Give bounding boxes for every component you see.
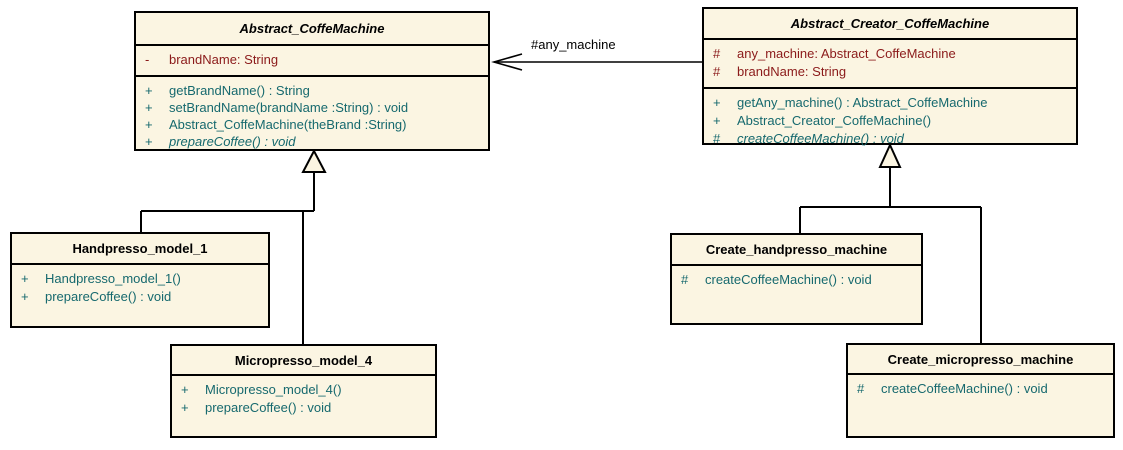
visibility-sign: + bbox=[21, 271, 29, 286]
method-text: getBrandName() : String bbox=[169, 83, 310, 98]
method-row: + getBrandName() : String bbox=[136, 82, 488, 99]
method-row: + setBrandName(brandName :String) : void bbox=[136, 99, 488, 116]
visibility-sign: + bbox=[21, 289, 29, 304]
methods-compartment: # createCoffeeMachine() : void bbox=[672, 266, 921, 289]
method-text: getAny_machine() : Abstract_CoffeMachine bbox=[737, 95, 988, 110]
method-text: createCoffeeMachine() : void bbox=[881, 381, 1048, 396]
visibility-sign: # bbox=[713, 46, 721, 61]
method-text: setBrandName(brandName :String) : void bbox=[169, 100, 409, 115]
method-text: createCoffeeMachine() : void bbox=[705, 272, 872, 287]
visibility-sign: - bbox=[145, 52, 150, 67]
visibility-sign: + bbox=[181, 382, 189, 397]
method-text: prepareCoffee() : void bbox=[205, 400, 332, 415]
method-row: + getAny_machine() : Abstract_CoffeMachi… bbox=[704, 94, 1076, 112]
method-row: # createCoffeeMachine() : void bbox=[672, 271, 921, 289]
method-text: createCoffeeMachine() : void bbox=[737, 131, 904, 146]
method-text: Micropresso_model_4() bbox=[205, 382, 342, 397]
method-row: + Abstract_Creator_CoffeMachine() bbox=[704, 112, 1076, 130]
method-text: Handpresso_model_1() bbox=[45, 271, 181, 286]
method-row: + Abstract_CoffeMachine(theBrand :String… bbox=[136, 116, 488, 133]
attribute-text: any_machine: Abstract_CoffeMachine bbox=[737, 46, 956, 61]
association-any-machine-line bbox=[491, 53, 702, 71]
class-box-create-micropresso-machine[interactable]: Create_micropresso_machine # createCoffe… bbox=[846, 343, 1115, 438]
visibility-sign: + bbox=[145, 134, 153, 149]
visibility-sign: + bbox=[713, 95, 721, 110]
hollow-triangle-icon bbox=[301, 148, 327, 173]
methods-compartment: + getBrandName() : String + setBrandName… bbox=[136, 77, 488, 150]
method-text: prepareCoffee() : void bbox=[169, 134, 296, 149]
visibility-sign: + bbox=[181, 400, 189, 415]
visibility-sign: + bbox=[145, 117, 153, 132]
method-row: + prepareCoffee() : void bbox=[12, 288, 268, 306]
visibility-sign: + bbox=[145, 83, 153, 98]
method-text: prepareCoffee() : void bbox=[45, 289, 172, 304]
attribute-text: brandName: String bbox=[169, 52, 279, 67]
method-row: + Handpresso_model_1() bbox=[12, 270, 268, 288]
attribute-row: - brandName: String bbox=[136, 51, 488, 69]
method-text: Abstract_CoffeMachine(theBrand :String) bbox=[169, 117, 407, 132]
class-name: Create_micropresso_machine bbox=[848, 345, 1113, 375]
generalization-right-lines bbox=[799, 142, 982, 343]
attribute-row: # any_machine: Abstract_CoffeMachine bbox=[704, 45, 1076, 63]
class-name: Handpresso_model_1 bbox=[12, 234, 268, 265]
attribute-row: # brandName: String bbox=[704, 63, 1076, 81]
visibility-sign: + bbox=[713, 113, 721, 128]
methods-compartment: + Micropresso_model_4() + prepareCoffee(… bbox=[172, 376, 435, 417]
visibility-sign: # bbox=[681, 272, 689, 287]
class-name: Abstract_Creator_CoffeMachine bbox=[704, 9, 1076, 40]
visibility-sign: # bbox=[713, 131, 721, 146]
class-box-abstract-coffemachine[interactable]: Abstract_CoffeMachine - brandName: Strin… bbox=[134, 11, 490, 151]
class-name: Create_handpresso_machine bbox=[672, 235, 921, 266]
methods-compartment: + getAny_machine() : Abstract_CoffeMachi… bbox=[704, 89, 1076, 148]
hollow-triangle-icon bbox=[878, 142, 902, 168]
visibility-sign: + bbox=[145, 100, 153, 115]
attributes-compartment: # any_machine: Abstract_CoffeMachine # b… bbox=[704, 40, 1076, 89]
generalization-left-lines bbox=[140, 148, 327, 344]
attributes-compartment: - brandName: String bbox=[136, 46, 488, 77]
association-label: #any_machine bbox=[531, 37, 616, 52]
methods-compartment: + Handpresso_model_1() + prepareCoffee()… bbox=[12, 265, 268, 306]
method-row: + prepareCoffee() : void bbox=[172, 399, 435, 417]
method-row: # createCoffeeMachine() : void bbox=[848, 380, 1113, 398]
open-arrowhead-icon bbox=[491, 53, 523, 71]
method-text: Abstract_Creator_CoffeMachine() bbox=[737, 113, 932, 128]
class-name: Abstract_CoffeMachine bbox=[136, 13, 488, 46]
attribute-text: brandName: String bbox=[737, 64, 847, 79]
method-row: + Micropresso_model_4() bbox=[172, 381, 435, 399]
visibility-sign: # bbox=[713, 64, 721, 79]
class-box-handpresso-model-1[interactable]: Handpresso_model_1 + Handpresso_model_1(… bbox=[10, 232, 270, 328]
class-box-micropresso-model-4[interactable]: Micropresso_model_4 + Micropresso_model_… bbox=[170, 344, 437, 438]
class-box-abstract-creator-coffemachine[interactable]: Abstract_Creator_CoffeMachine # any_mach… bbox=[702, 7, 1078, 148]
method-row-abstract: # createCoffeeMachine() : void bbox=[704, 130, 1076, 148]
class-box-create-handpresso-machine[interactable]: Create_handpresso_machine # createCoffee… bbox=[670, 233, 923, 325]
methods-compartment: # createCoffeeMachine() : void bbox=[848, 375, 1113, 398]
visibility-sign: # bbox=[857, 381, 865, 396]
class-name: Micropresso_model_4 bbox=[172, 346, 435, 376]
method-row-abstract: + prepareCoffee() : void bbox=[136, 133, 488, 150]
